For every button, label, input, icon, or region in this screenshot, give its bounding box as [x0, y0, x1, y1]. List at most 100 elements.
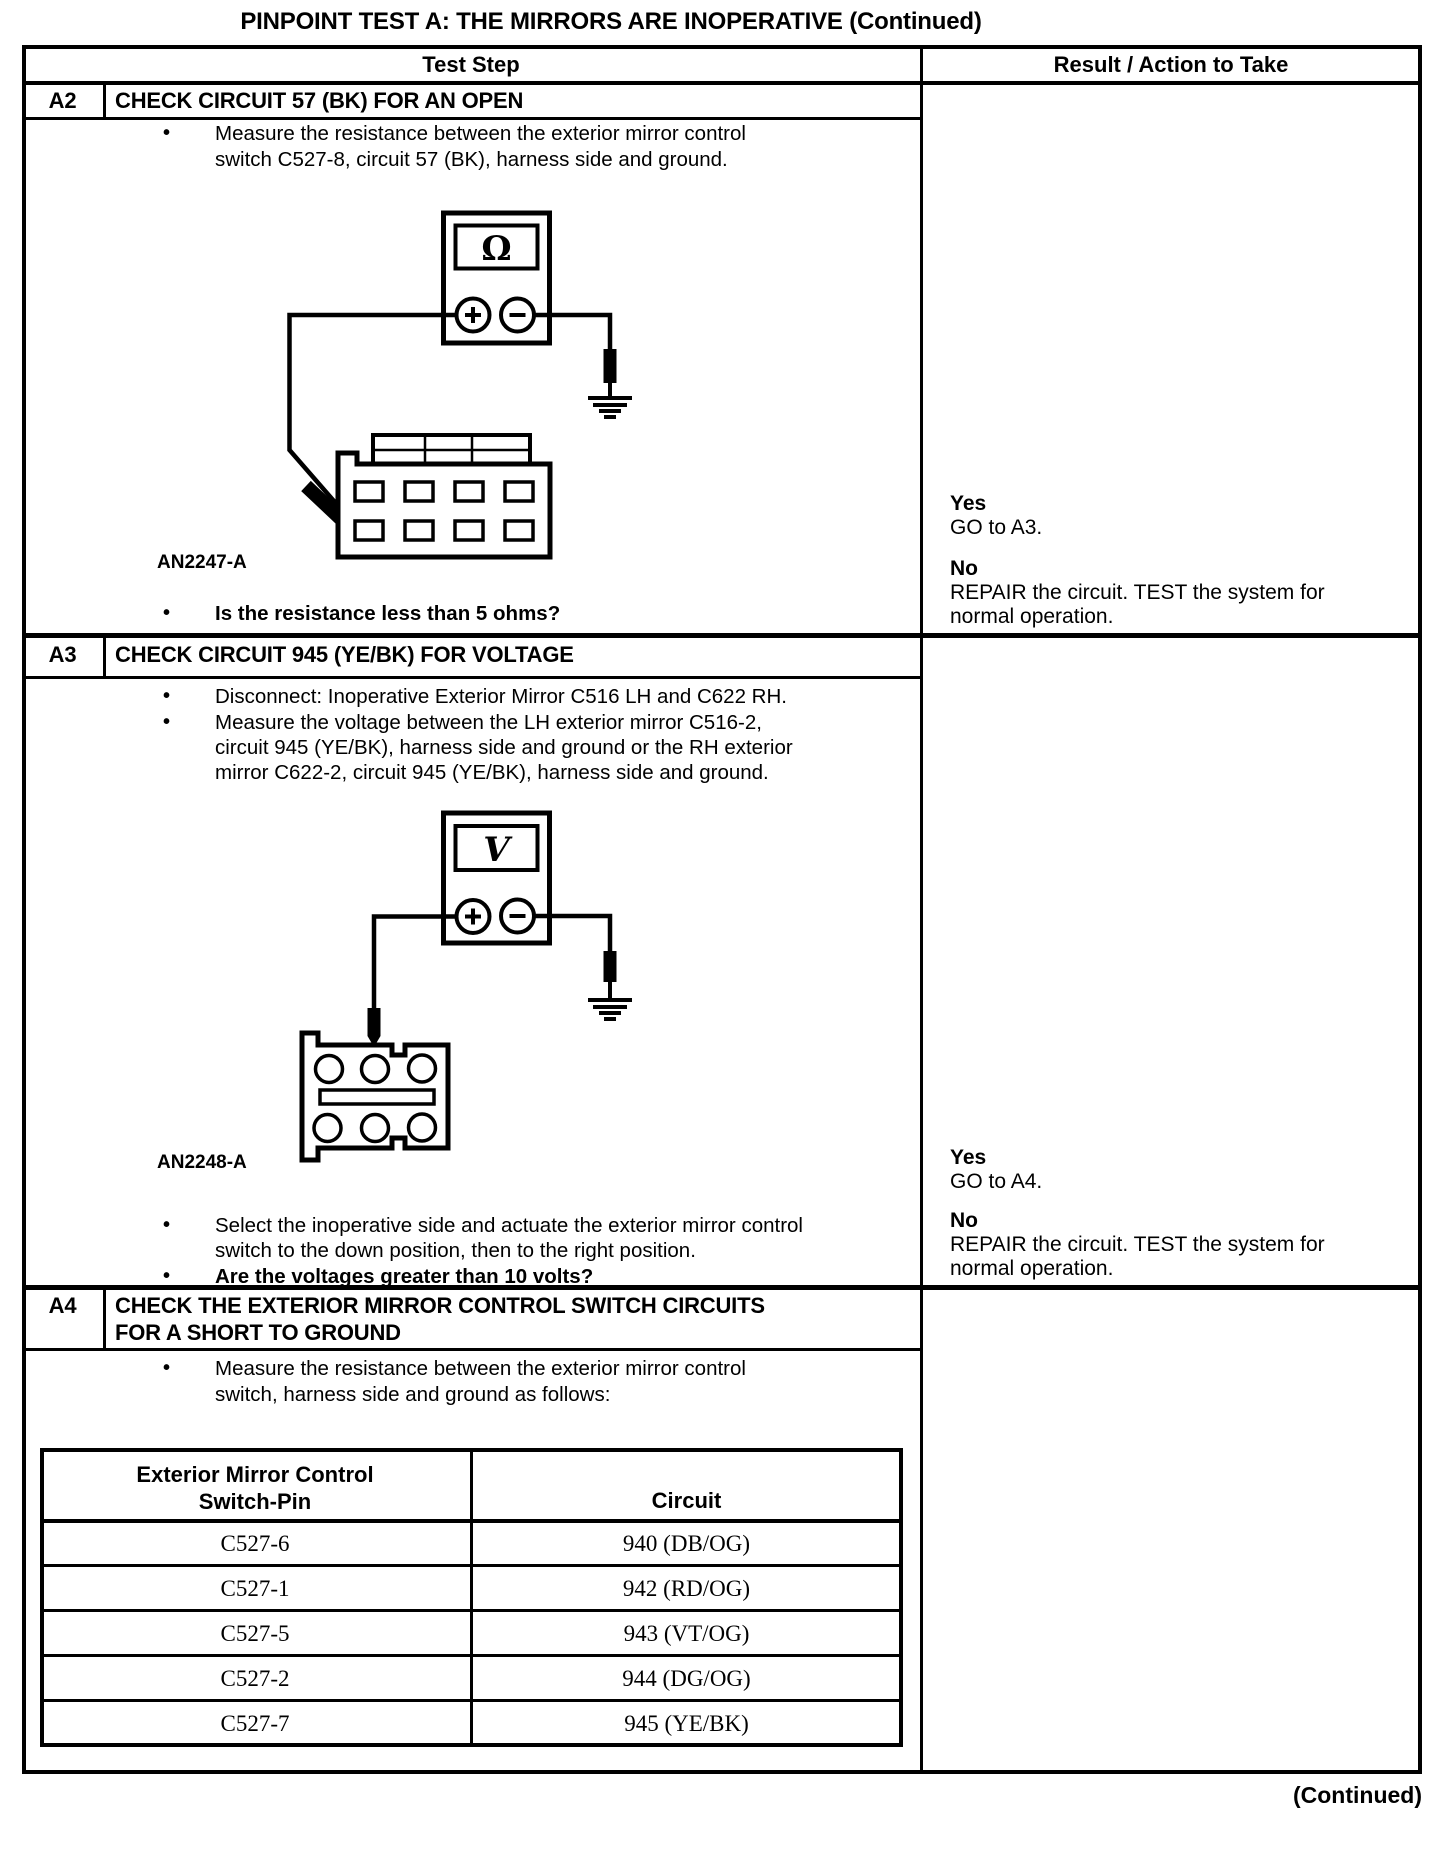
step-a3-bullet-2-line-1: Measure the voltage between the LH exter…: [215, 711, 762, 734]
pin-table-cell-circuit: 942 (RD/OG): [622, 1576, 751, 1601]
ohm-symbol: Ω: [481, 229, 511, 269]
step-a4-id: A4: [48, 1293, 77, 1318]
step-a2-result-yes: Yes GO to A3.: [950, 492, 1042, 540]
footer-continued: (Continued): [1292, 1782, 1422, 1808]
pin-table-header-circuit: Circuit: [651, 1488, 722, 1513]
step-a3-question: Are the voltages greater than 10 volts?: [215, 1265, 594, 1288]
a2-a3-divider: [22, 633, 1422, 638]
minus-terminal-icon: [499, 897, 536, 935]
pin-table-header-divider: [40, 1519, 903, 1523]
yes-label: Yes: [950, 492, 987, 515]
yes-action: GO to A4.: [950, 1170, 1043, 1193]
multimeter-icon: V: [441, 810, 552, 946]
ground-symbol-icon: [588, 396, 632, 419]
pin-table-row-divider: [40, 1564, 903, 1567]
step-a3-result-no: No REPAIR the circuit. TEST the system f…: [950, 1209, 1325, 1281]
step-a2-question: Is the resistance less than 5 ohms?: [215, 602, 561, 625]
pin-table-cell-circuit: 940 (DB/OG): [622, 1531, 751, 1556]
no-label: No: [950, 1209, 978, 1232]
connector-8pin-icon: [335, 433, 553, 560]
a3-a4-divider: [22, 1285, 1422, 1290]
connector-6pin-icon: [299, 1030, 451, 1163]
column-divider: [920, 45, 923, 1774]
a4-band-divider: [22, 1348, 920, 1351]
multimeter-icon: Ω: [441, 210, 552, 346]
a2-label-divider: [103, 81, 106, 120]
page-title: PINPOINT TEST A: THE MIRRORS ARE INOPERA…: [240, 8, 982, 35]
no-action-line-2: normal operation.: [950, 605, 1114, 628]
pin-table-cell-pin: C527-2: [220, 1666, 290, 1691]
yes-label: Yes: [950, 1146, 987, 1169]
pin-table-header-line-1: Exterior Mirror Control: [136, 1462, 374, 1487]
step-a2-title: CHECK CIRCUIT 57 (BK) FOR AN OPEN: [115, 88, 524, 113]
step-a3-result-yes: Yes GO to A4.: [950, 1146, 1042, 1194]
no-action-line-1: REPAIR the circuit. TEST the system for: [950, 581, 1325, 604]
a3-band-divider: [22, 676, 920, 679]
step-a4-bullet-1: Measure the resistance between the exter…: [215, 1356, 746, 1408]
bullet-icon: •: [163, 1265, 171, 1287]
bullet-icon: •: [163, 711, 171, 733]
step-a4-title-line-1: CHECK THE EXTERIOR MIRROR CONTROL SWITCH…: [115, 1293, 765, 1318]
bullet-icon: •: [163, 122, 171, 144]
plus-terminal-icon: [454, 898, 492, 935]
a2-band-divider: [22, 117, 920, 120]
step-a3-title: CHECK CIRCUIT 945 (YE/BK) FOR VOLTAGE: [115, 642, 574, 667]
step-a2-result-no: No REPAIR the circuit. TEST the system f…: [950, 557, 1325, 629]
pin-table-header-switch-pin: Exterior Mirror Control Switch-Pin: [40, 1461, 470, 1515]
step-a3-bullet-2-line-2: circuit 945 (YE/BK), harness side and gr…: [215, 736, 793, 759]
bullet-icon: •: [163, 602, 171, 624]
step-a3-bullet-3: Select the inoperative side and actuate …: [215, 1213, 803, 1263]
pin-table-cell-circuit: 943 (VT/OG): [623, 1621, 750, 1646]
plus-terminal-icon: [454, 296, 492, 334]
step-a4-bullet-1-line-1: Measure the resistance between the exter…: [215, 1357, 746, 1380]
ohmmeter-circuit-diagram: Ω: [287, 210, 632, 560]
pin-table-cell-circuit: 944 (DG/OG): [622, 1666, 751, 1691]
pin-table-header-line-2: Switch-Pin: [198, 1489, 312, 1514]
bullet-icon: •: [163, 1357, 171, 1379]
ground-symbol-icon: [588, 998, 632, 1021]
figure-label-an2248: AN2248-A: [157, 1152, 247, 1173]
pin-table-column-divider: [470, 1448, 473, 1747]
voltmeter-circuit-diagram: V: [299, 810, 632, 1163]
a4-label-divider: [103, 1285, 106, 1351]
pin-table-row-divider: [40, 1699, 903, 1702]
step-a4-title-line-2: FOR A SHORT TO GROUND: [115, 1320, 401, 1345]
figure-label-an2247: AN2247-A: [157, 552, 247, 573]
bullet-icon: •: [163, 1214, 171, 1236]
bullet-icon: •: [163, 685, 171, 707]
step-a2-id: A2: [48, 88, 77, 113]
a3-label-divider: [103, 633, 106, 679]
step-a3-id: A3: [48, 642, 77, 667]
step-a2-bullet-1: Measure the resistance between the exter…: [215, 121, 746, 173]
no-action-line-2: normal operation.: [950, 1257, 1114, 1280]
step-a3-bullet-2-line-3: mirror C622-2, circuit 945 (YE/BK), harn…: [215, 761, 769, 784]
pin-table-cell-pin: C527-5: [220, 1621, 290, 1646]
step-a3-bullet-1: Disconnect: Inoperative Exterior Mirror …: [215, 684, 787, 710]
pin-table-cell-circuit: 945 (YE/BK): [624, 1711, 749, 1736]
negative-test-lead-to-ground: [534, 312, 632, 419]
step-a3-bullet-3-line-1: Select the inoperative side and actuate …: [215, 1214, 803, 1237]
no-label: No: [950, 557, 978, 580]
pin-table-row-divider: [40, 1654, 903, 1657]
minus-terminal-icon: [499, 296, 536, 334]
column-header-result-action: Result / Action to Take: [1053, 52, 1289, 77]
step-a3-bullet-3-line-2: switch to the down position, then to the…: [215, 1239, 696, 1262]
pin-table-cell-pin: C527-6: [220, 1531, 290, 1556]
pin-table-row-divider: [40, 1609, 903, 1612]
step-a2-bullet-1-line-2: switch C527-8, circuit 57 (BK), harness …: [215, 148, 728, 171]
step-a3-bullet-1-line-1: Disconnect: Inoperative Exterior Mirror …: [215, 685, 787, 708]
no-action-line-1: REPAIR the circuit. TEST the system for: [950, 1233, 1325, 1256]
yes-action: GO to A3.: [950, 516, 1043, 539]
volt-symbol: V: [483, 830, 513, 870]
step-a3-bullet-2: Measure the voltage between the LH exter…: [215, 710, 793, 785]
table-outer-border: [22, 45, 1422, 1774]
pin-table-cell-pin: C527-7: [220, 1711, 290, 1736]
header-row-divider: [22, 81, 1422, 85]
step-a4-title: CHECK THE EXTERIOR MIRROR CONTROL SWITCH…: [115, 1292, 765, 1346]
positive-test-lead: [287, 312, 457, 533]
step-a4-bullet-1-line-2: switch, harness side and ground as follo…: [215, 1383, 611, 1406]
pin-table-cell-pin: C527-1: [220, 1576, 290, 1601]
column-header-test-step: Test Step: [422, 52, 520, 77]
step-a2-bullet-1-line-1: Measure the resistance between the exter…: [215, 122, 746, 145]
